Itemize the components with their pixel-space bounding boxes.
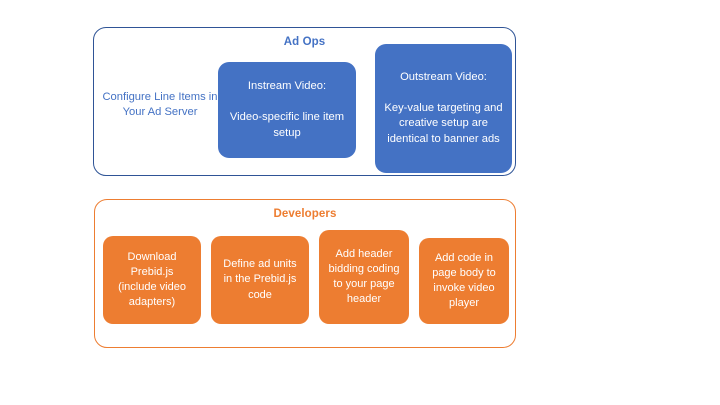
group-title-ad-ops: Ad Ops: [283, 36, 326, 48]
node-configure-line-items-label: Configure Line Items in Your Ad Server: [102, 90, 218, 119]
node-outstream-video: Outstream Video: Key-value targeting and…: [375, 44, 512, 173]
node-define-ad-units: Define ad units in the Prebid.js code: [211, 236, 309, 324]
node-download-prebid-label: Download Prebid.js (include video adapte…: [118, 250, 186, 309]
node-define-ad-units-label: Define ad units in the Prebid.js code: [223, 258, 297, 301]
node-add-page-body-code: Add code in page body to invoke video pl…: [419, 238, 509, 324]
node-outstream-video-label: Outstream Video: Key-value targeting and…: [384, 70, 503, 145]
node-add-header-bidding-code-label: Add header bidding coding to your page h…: [328, 247, 400, 306]
node-download-prebid: Download Prebid.js (include video adapte…: [103, 236, 201, 324]
node-add-header-bidding-code: Add header bidding coding to your page h…: [319, 230, 409, 324]
node-instream-video-label: Instream Video: Video-specific line item…: [229, 79, 345, 139]
group-ad-ops: Ad Ops Configure Line Items in Your Ad S…: [93, 27, 516, 176]
group-developers: Developers Download Prebid.js (include v…: [94, 199, 516, 348]
node-instream-video: Instream Video: Video-specific line item…: [218, 62, 356, 158]
group-title-developers: Developers: [273, 208, 337, 220]
node-configure-line-items: Configure Line Items in Your Ad Server: [99, 74, 221, 136]
node-add-page-body-code-label: Add code in page body to invoke video pl…: [432, 251, 496, 310]
